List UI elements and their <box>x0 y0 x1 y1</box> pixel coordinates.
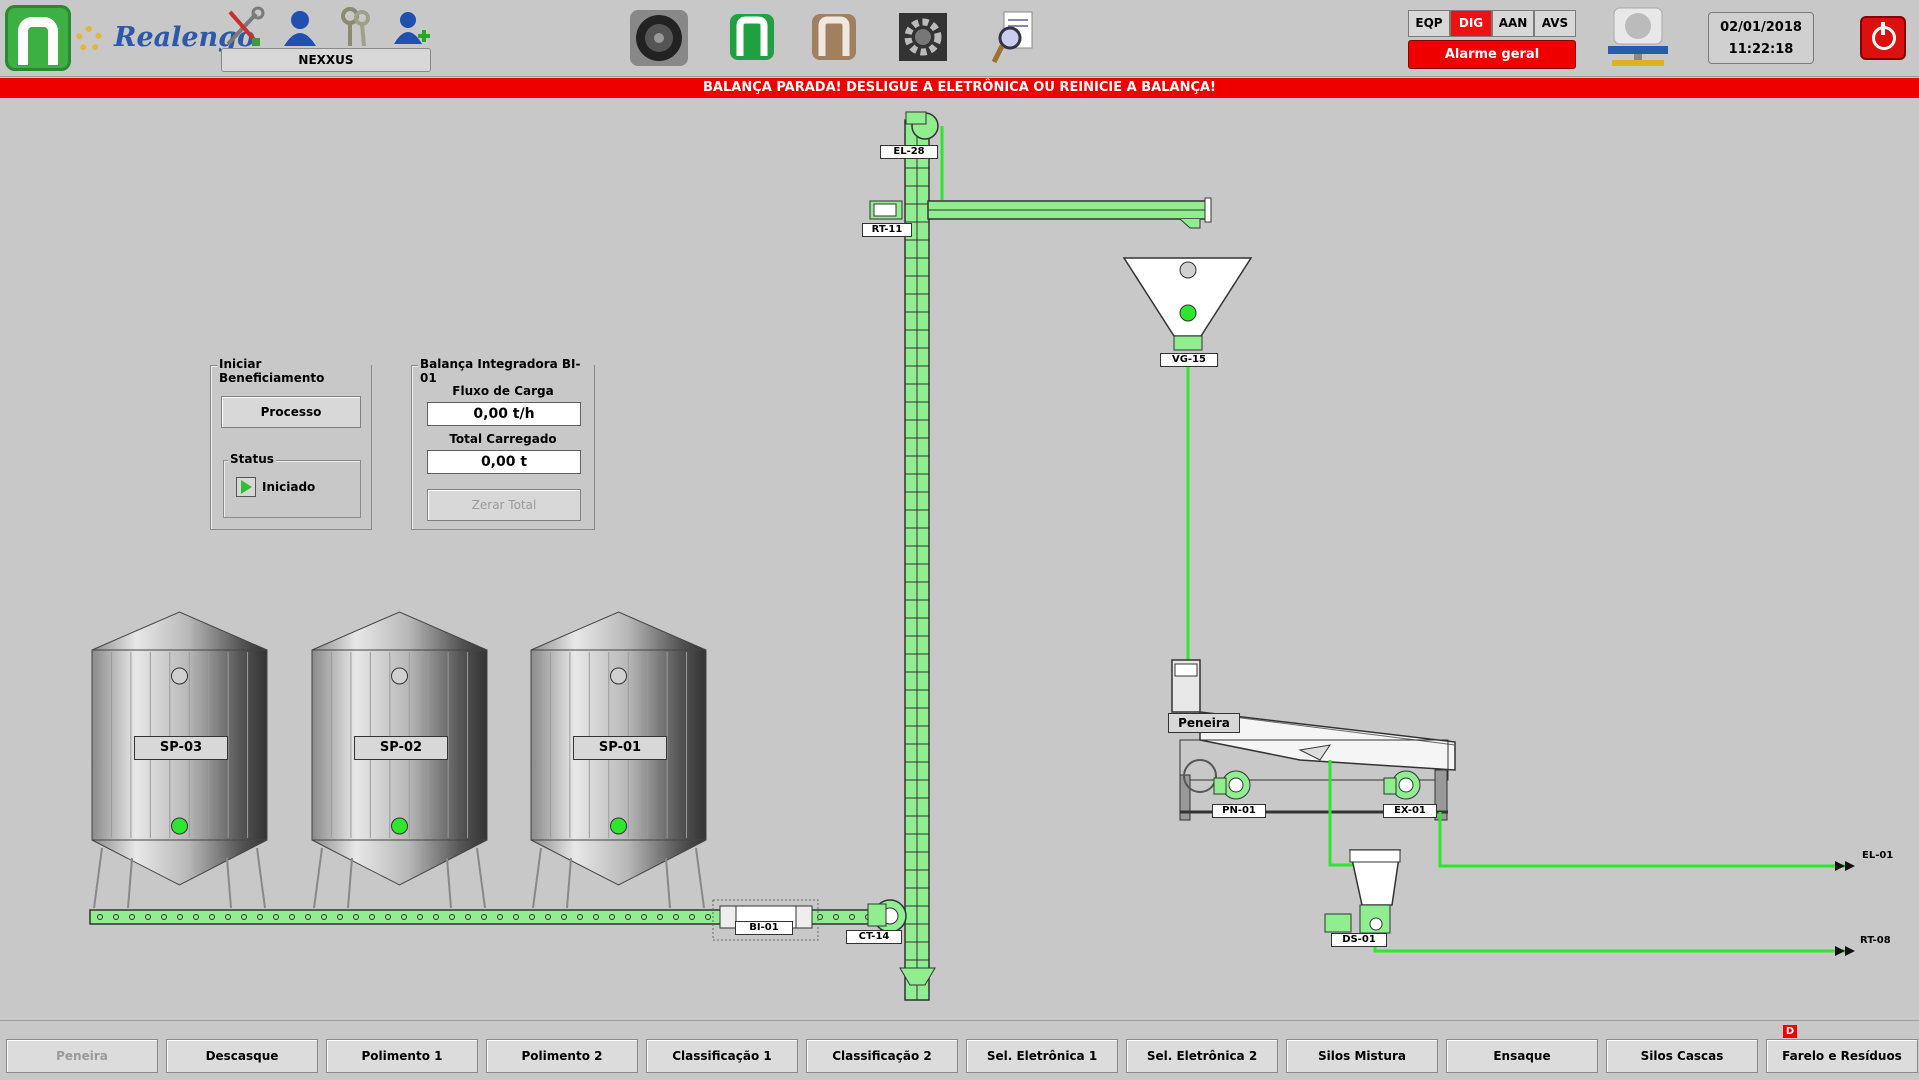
datetime-display: 02/01/2018 11:22:18 <box>1708 12 1814 64</box>
settings-gear-icon[interactable] <box>898 12 948 62</box>
total-value: 0,00 t <box>427 450 581 474</box>
tag-el28[interactable]: EL-28 <box>880 145 938 159</box>
mode-dig-button[interactable]: DIG <box>1450 10 1492 37</box>
unit-ds01[interactable] <box>1324 849 1401 934</box>
nav-button-sel-eletr-nica-2[interactable]: Sel. Eletrônica 2 <box>1126 1039 1278 1073</box>
time-text: 11:22:18 <box>1728 42 1794 57</box>
alert-banner: BALANÇA PARADA! DESLIGUE A ELETRÔNICA OU… <box>0 78 1919 98</box>
tag-bi01[interactable]: BI-01 <box>735 921 793 935</box>
tag-ct14[interactable]: CT-14 <box>846 930 902 944</box>
keys-icon[interactable] <box>334 6 378 50</box>
nav-button-sel-eletr-nica-1[interactable]: Sel. Eletrônica 1 <box>966 1039 1118 1073</box>
nexxus-brown-icon[interactable] <box>810 12 858 62</box>
network-globe-icon[interactable] <box>1606 6 1670 68</box>
label-rt08: RT-08 <box>1860 935 1891 946</box>
nav-button-silos-cascas[interactable]: Silos Cascas <box>1606 1039 1758 1073</box>
tag-ds01[interactable]: DS-01 <box>1331 933 1387 947</box>
hopper-vg15[interactable] <box>1122 257 1253 351</box>
silo-tag-sp01[interactable]: SP-01 <box>573 736 667 760</box>
nav-badge: D <box>1783 1025 1797 1038</box>
status-value: Iniciado <box>262 480 316 494</box>
status-group: Status Iniciado <box>223 452 361 518</box>
nav-button-silos-mistura[interactable]: Silos Mistura <box>1286 1039 1438 1073</box>
silo-sp-02[interactable] <box>311 611 488 909</box>
nav-button-classifica-o-2[interactable]: Classificação 2 <box>806 1039 958 1073</box>
balanca-title: Balança Integradora BI-01 <box>418 357 594 385</box>
total-label: Total Carregado <box>449 432 557 446</box>
status-title: Status <box>228 452 276 466</box>
realengo-sun-icon <box>76 26 102 52</box>
general-alarm-button[interactable]: Alarme geral <box>1408 40 1576 69</box>
elevator-el28[interactable] <box>899 111 939 1001</box>
tag-vg15[interactable]: VG-15 <box>1160 353 1218 367</box>
label-el01: EL-01 <box>1862 850 1894 861</box>
process-button[interactable]: Processo <box>221 396 361 428</box>
current-user: NEXXUS <box>221 48 431 72</box>
nav-button-peneira[interactable]: Peneira <box>6 1039 158 1073</box>
nav-button-polimento-2[interactable]: Polimento 2 <box>486 1039 638 1073</box>
tag-peneira[interactable]: Peneira <box>1168 713 1240 733</box>
mode-avs-button[interactable]: AVS <box>1534 10 1576 37</box>
user-icon[interactable] <box>278 6 322 50</box>
silo-tag-sp02[interactable]: SP-02 <box>354 736 448 760</box>
add-user-icon[interactable] <box>388 6 432 50</box>
silo-sp-03[interactable] <box>91 611 268 909</box>
tools-icon[interactable] <box>222 6 266 50</box>
power-off-icon[interactable] <box>1860 16 1906 60</box>
beneficiamento-title: Iniciar Beneficiamento <box>217 357 371 385</box>
silo-sp-01[interactable] <box>530 611 707 909</box>
play-status-icon <box>236 477 256 497</box>
nav-button-farelo-e-res-duos[interactable]: Farelo e Resíduos <box>1766 1039 1918 1073</box>
nexxus-green-icon[interactable] <box>728 12 776 62</box>
mode-aan-button[interactable]: AAN <box>1492 10 1534 37</box>
search-report-icon[interactable] <box>990 10 1036 66</box>
balanca-panel: Balança Integradora BI-01 Fluxo de Carga… <box>411 357 595 530</box>
tag-rt11[interactable]: RT-11 <box>862 223 912 237</box>
speaker-icon[interactable] <box>628 8 690 68</box>
nav-button-polimento-1[interactable]: Polimento 1 <box>326 1039 478 1073</box>
nav-button-ensaque[interactable]: Ensaque <box>1446 1039 1598 1073</box>
silo-tag-sp03[interactable]: SP-03 <box>134 736 228 760</box>
flow-value: 0,00 t/h <box>427 402 581 426</box>
nexxus-logo-icon <box>5 5 71 71</box>
bottom-nav <box>0 1020 1919 1080</box>
reset-total-button[interactable]: Zerar Total <box>427 489 581 521</box>
flow-label: Fluxo de Carga <box>452 384 554 398</box>
transporter-ct14[interactable] <box>867 899 907 933</box>
process-diagram <box>89 111 1855 1001</box>
tag-ex01[interactable]: EX-01 <box>1383 804 1437 818</box>
beneficiamento-panel: Iniciar Beneficiamento Processo Status I… <box>210 357 372 530</box>
conveyor-rt11[interactable] <box>869 197 1212 229</box>
date-text: 02/01/2018 <box>1720 20 1802 35</box>
mode-eqp-button[interactable]: EQP <box>1408 10 1450 37</box>
peneira-machine[interactable] <box>1171 659 1456 821</box>
nav-button-descasque[interactable]: Descasque <box>166 1039 318 1073</box>
nav-button-classifica-o-1[interactable]: Classificação 1 <box>646 1039 798 1073</box>
tag-pn01[interactable]: PN-01 <box>1212 804 1266 818</box>
